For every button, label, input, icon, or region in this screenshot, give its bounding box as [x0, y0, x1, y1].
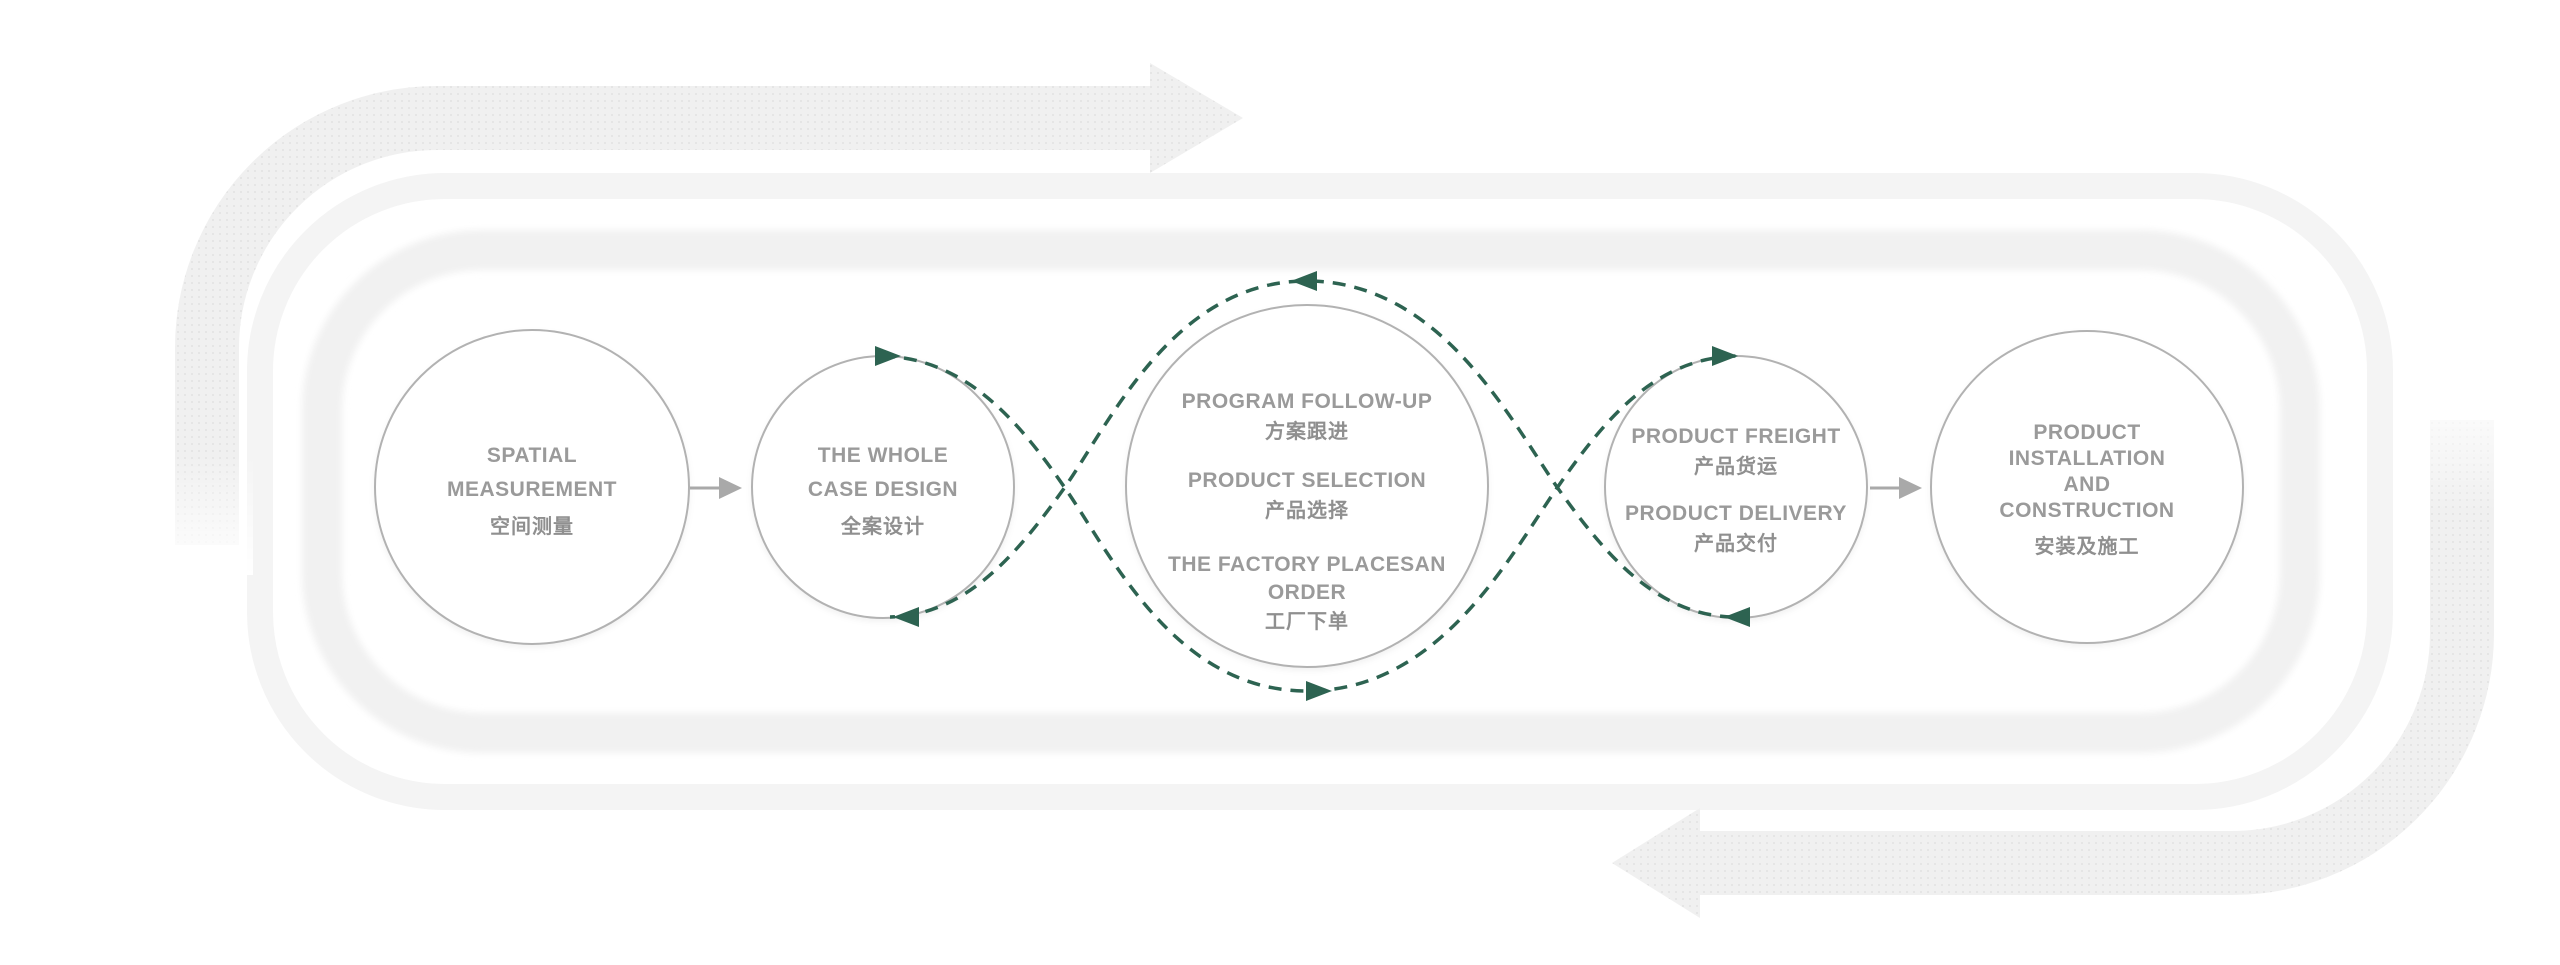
loop-ridge-outer: [247, 173, 2393, 810]
loop-ridge-inner: [302, 230, 2320, 753]
step4-item1-zh: 产品货运: [1694, 454, 1778, 478]
loop-arrow-top-tail-fade: [163, 455, 253, 575]
step2-title-en-line1: THE WHOLE: [818, 444, 949, 467]
step1-title-en-line2: MEASUREMENT: [447, 478, 617, 501]
step3-item3-en-line2: ORDER: [1268, 581, 1346, 604]
flow-arrowhead-bottom-c4-icon: [1724, 607, 1750, 627]
step3-item2-en: PRODUCT SELECTION: [1188, 469, 1426, 492]
loop-arrow-top-body: [175, 86, 1152, 545]
connector-arrowhead-1-2-icon: [719, 477, 742, 499]
flow-arrowhead-top-c2-icon: [875, 346, 901, 366]
step5-title-en-line1: PRODUCT: [2033, 421, 2140, 444]
flow-arrowhead-bottom-c2-icon: [893, 607, 919, 627]
label-step1: SPATIAL MEASUREMENT 空间测量: [447, 444, 617, 538]
flow-arrowhead-top-c3-icon: [1291, 271, 1317, 291]
background-loop-track: [163, 63, 2508, 918]
step5-title-zh: 安装及施工: [2035, 534, 2140, 558]
step2-title-en-line2: CASE DESIGN: [808, 478, 958, 501]
step3-item3-en-line1: THE FACTORY PLACESAN: [1168, 553, 1446, 576]
step1-title-en-line1: SPATIAL: [487, 444, 577, 467]
step5-title-en-line4: CONSTRUCTION: [1999, 499, 2174, 522]
dashed-wave-forward: [881, 354, 1737, 693]
step3-item1-zh: 方案跟进: [1265, 419, 1349, 443]
loop-arrow-bottom-head: [1612, 808, 1700, 918]
loop-arrow-top: [163, 63, 1243, 575]
label-step2: THE WHOLE CASE DESIGN 全案设计: [808, 444, 958, 538]
loop-arrow-bottom: [1612, 378, 2508, 918]
step4-item1-en: PRODUCT FREIGHT: [1631, 425, 1840, 448]
step3-item1-en: PROGRAM FOLLOW-UP: [1182, 390, 1433, 413]
loop-arrow-bottom-tail-fade: [2418, 378, 2508, 513]
process-circles: [374, 304, 2244, 668]
flow-arrowhead-bottom-c3-icon: [1306, 681, 1332, 701]
step4-item2-en: PRODUCT DELIVERY: [1625, 502, 1847, 525]
step3-item3-zh: 工厂下单: [1265, 609, 1349, 633]
dashed-flow-curves: [881, 279, 1737, 693]
step2-title-zh: 全案设计: [840, 514, 925, 538]
circle-step4: [1604, 355, 1868, 619]
step5-title-en-line2: INSTALLATION: [2009, 447, 2166, 470]
circle-step1: [374, 329, 690, 645]
label-step5: PRODUCT INSTALLATION AND CONSTRUCTION 安装…: [1999, 421, 2174, 558]
dashed-flow-arrowheads: [875, 271, 1750, 701]
circle-step5: [1930, 330, 2244, 644]
connector-arrowhead-4-5-icon: [1899, 477, 1922, 499]
connector-arrows: [690, 477, 1922, 499]
loop-arrow-top-head: [1150, 63, 1243, 173]
loop-arrow-bottom-body: [1700, 420, 2494, 895]
step4-item2-zh: 产品交付: [1694, 531, 1778, 555]
dashed-wave-return: [889, 279, 1734, 619]
circle-step3: [1125, 304, 1489, 668]
step3-item2-zh: 产品选择: [1265, 498, 1349, 522]
label-step4: PRODUCT FREIGHT 产品货运 PRODUCT DELIVERY 产品…: [1625, 425, 1847, 555]
step1-title-zh: 空间测量: [490, 514, 574, 538]
step5-title-en-line3: AND: [2064, 473, 2111, 496]
flow-arrowhead-top-c4-icon: [1712, 346, 1738, 366]
label-step3: PROGRAM FOLLOW-UP 方案跟进 PRODUCT SELECTION…: [1168, 390, 1446, 633]
